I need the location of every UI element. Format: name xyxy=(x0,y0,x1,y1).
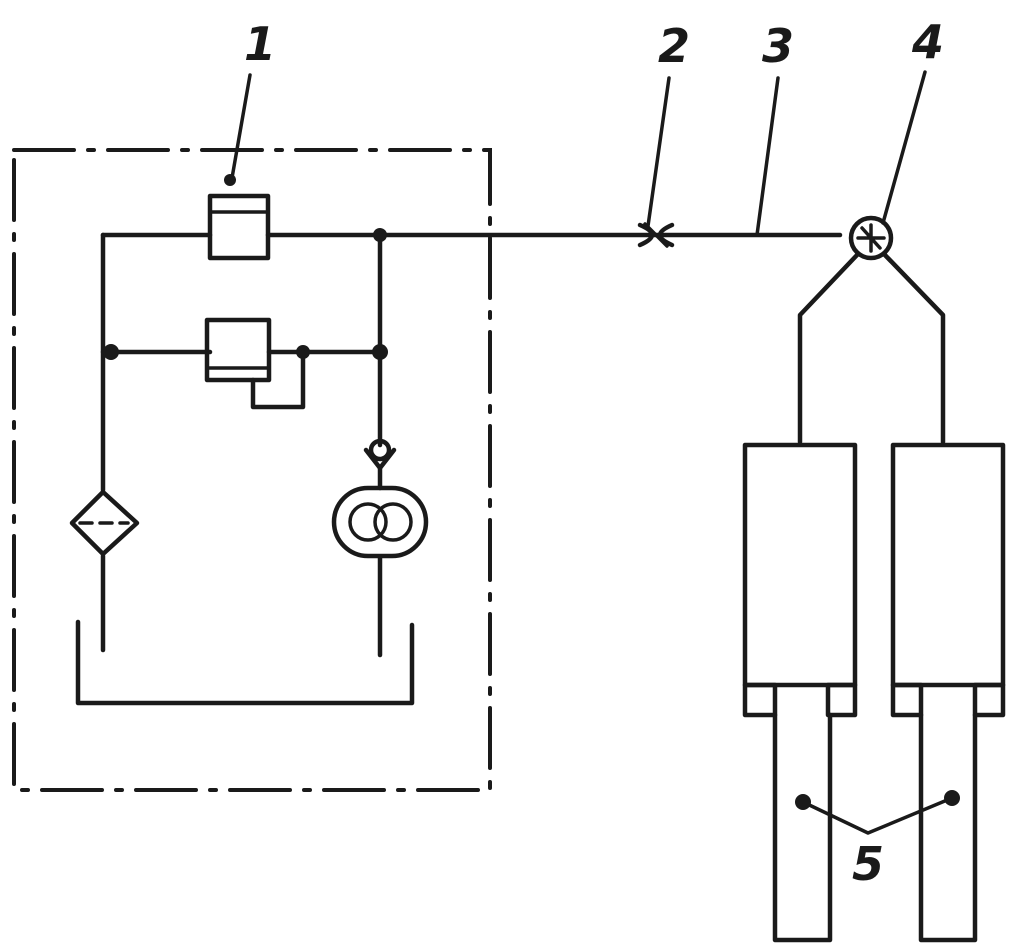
cylinder-left-seal-left xyxy=(742,682,778,718)
label-4: 4 xyxy=(911,15,944,69)
cylinder-left-seal-right xyxy=(825,682,858,718)
label-2: 2 xyxy=(658,19,690,73)
leader-1-dot xyxy=(224,174,236,186)
power-unit-enclosure xyxy=(12,148,492,792)
rotary-valve xyxy=(848,215,894,261)
label-1: 1 xyxy=(244,17,276,71)
gear-left-icon xyxy=(348,502,388,542)
rotary-valve-cross xyxy=(856,223,886,253)
cylinder-right-seal-left xyxy=(890,682,924,718)
cylinder-left-supply xyxy=(797,251,861,445)
relief-valve xyxy=(204,317,272,383)
cylinder-right-body xyxy=(890,442,1006,688)
leader-3 xyxy=(755,76,780,237)
throttle-arrow xyxy=(643,222,669,248)
pilot-line xyxy=(250,349,306,410)
leader-2 xyxy=(646,76,671,228)
leader-1 xyxy=(230,73,252,180)
cylinder-left-rod xyxy=(772,712,833,943)
cylinder-right-rod xyxy=(918,712,978,943)
control-valve xyxy=(207,193,271,261)
tank xyxy=(75,619,415,706)
junction-middle-left xyxy=(103,344,119,360)
label-5: 5 xyxy=(852,837,884,891)
leader-4 xyxy=(881,70,927,225)
label-3: 3 xyxy=(762,19,794,73)
cylinder-right-supply xyxy=(881,251,946,445)
throttle-symbol xyxy=(637,222,675,248)
gripper-link xyxy=(801,796,954,835)
gear-right-icon xyxy=(373,502,413,542)
cylinder-right-seal-right xyxy=(972,682,1006,718)
check-valve-ball xyxy=(368,438,392,462)
cylinder-left-body xyxy=(742,442,858,688)
